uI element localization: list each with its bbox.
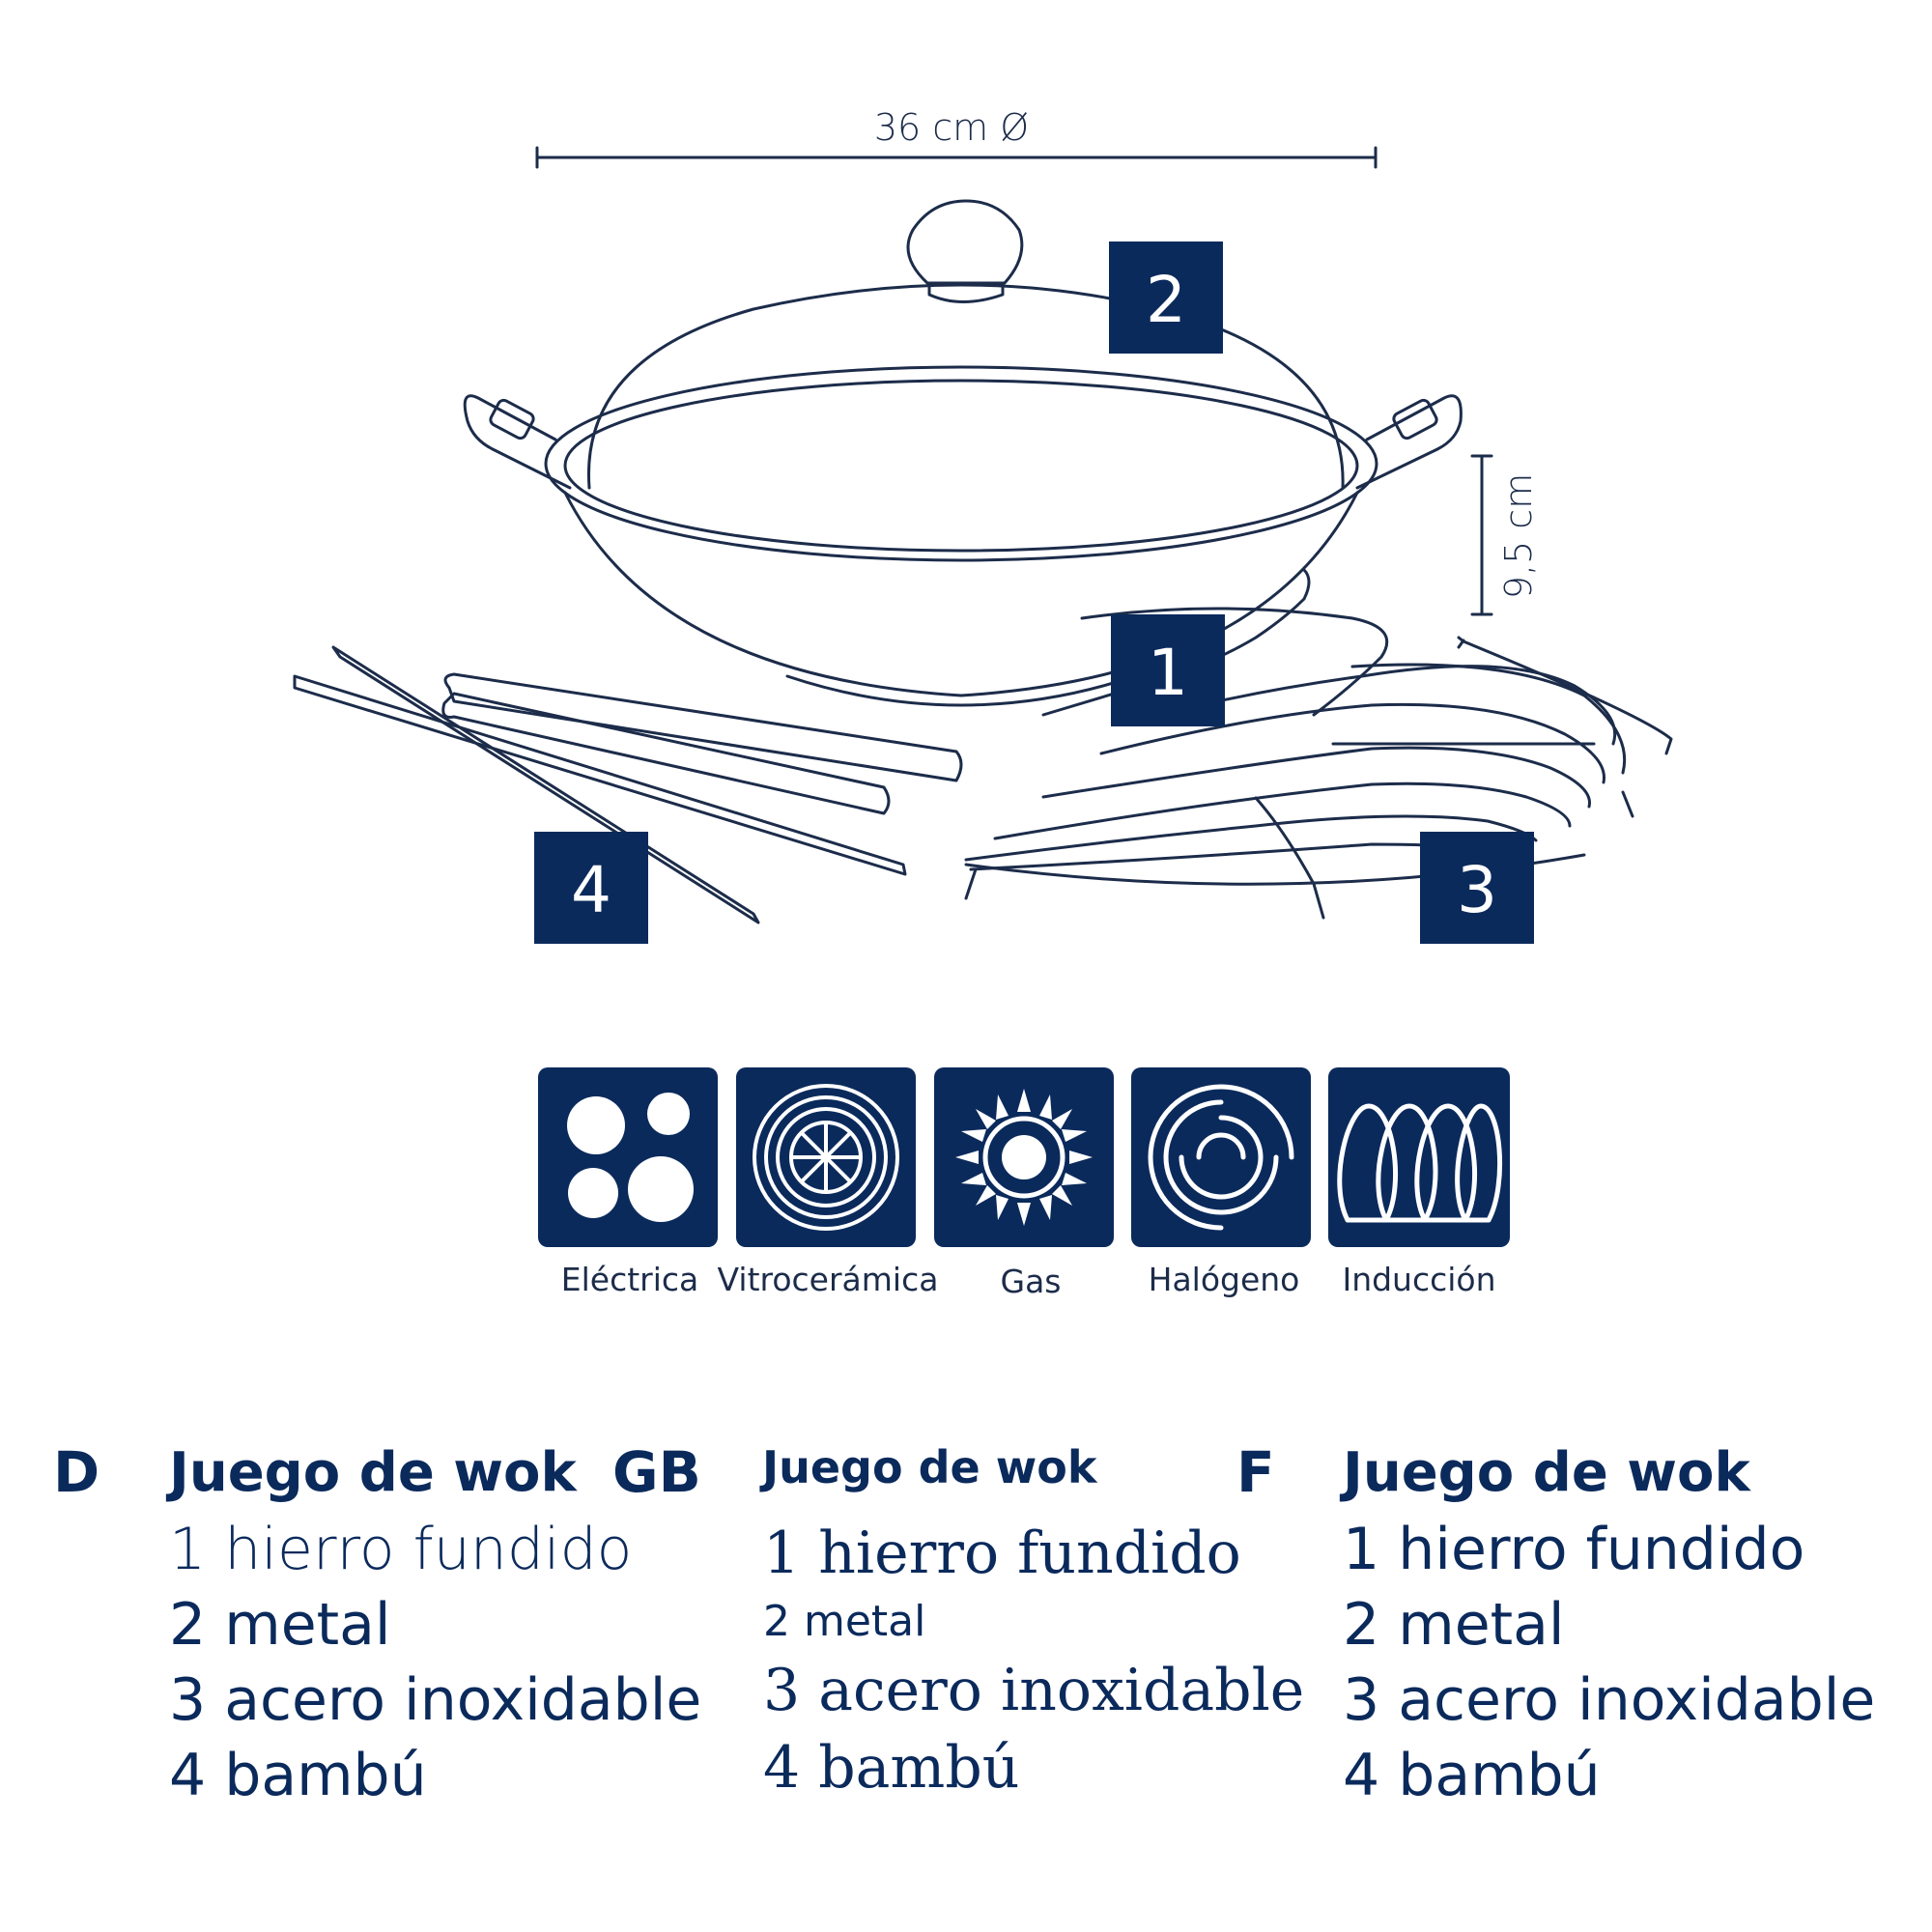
legend-gb-title: Juego de wok <box>762 1441 1097 1493</box>
electric-hob-icon <box>538 1067 722 1251</box>
legend-f-list: 1 hierro fundido 2 metal 3 acero inoxida… <box>1343 1512 1875 1813</box>
callout-1-number: 1 <box>1148 636 1188 710</box>
legend-d-item-4: 4 bambú <box>169 1742 427 1809</box>
hob-label-electric: Eléctrica <box>560 1261 699 1298</box>
hob-label-ceramic: Vitrocerámica <box>717 1261 939 1298</box>
diameter-label: 36 cm Ø <box>874 106 1029 149</box>
legend-f-item-1: 1 hierro fundido <box>1343 1516 1805 1583</box>
legend-gb-item-4: 4 bambú <box>763 1734 1020 1802</box>
legend-f-code: F <box>1236 1439 1275 1505</box>
wok-lid <box>586 199 1345 490</box>
legend-d-list: 1 hierro fundido 2 metal 3 acero inoxida… <box>169 1512 701 1813</box>
hob-label-halogen: Halógeno <box>1148 1261 1300 1298</box>
height-dimension-line <box>1470 454 1493 616</box>
height-label: 9,5 cm <box>1497 473 1540 599</box>
legend-f-title: Juego de wok <box>1343 1441 1750 1504</box>
legend-gb-list: 1 hierro fundido 2 metal 3 acero inoxida… <box>763 1515 1304 1806</box>
legend-d-item-1: 1 hierro fundido <box>169 1516 633 1583</box>
legend-d-item-3: 3 acero inoxidable <box>169 1666 702 1734</box>
legend-d-item-2: 2 metal <box>169 1591 391 1659</box>
legend-d-title: Juego de wok <box>169 1441 577 1504</box>
gas-hob-icon <box>934 1067 1118 1251</box>
steaming-rack <box>964 568 1673 920</box>
legend-f-item-3: 3 acero inoxidable <box>1343 1666 1876 1734</box>
wok-set-illustration: 36 cm Ø 9,5 cm 2 1 4 3 <box>293 106 1673 944</box>
halogen-hob-icon <box>1131 1067 1315 1251</box>
bamboo-chopsticks <box>293 645 963 924</box>
legend-gb-item-3: 3 acero inoxidable <box>763 1657 1305 1724</box>
callout-1: 1 <box>1111 614 1225 726</box>
legend-gb-code: GB <box>612 1439 701 1505</box>
diameter-dimension-line <box>535 146 1378 169</box>
callout-2-number: 2 <box>1146 263 1186 337</box>
legend-d-code: D <box>53 1439 100 1505</box>
callout-4-number: 4 <box>571 853 611 927</box>
hob-compatibility: Eléctrica Vitrocerámica Gas Halógeno Ind… <box>538 1067 1514 1300</box>
legend-gb-item-1: 1 hierro fundido <box>763 1520 1241 1587</box>
callout-3: 3 <box>1420 832 1534 944</box>
callout-4: 4 <box>534 832 648 944</box>
ceramic-hob-icon <box>736 1067 920 1251</box>
callout-2: 2 <box>1109 242 1223 354</box>
hob-label-induction: Inducción <box>1342 1261 1496 1298</box>
hob-label-gas: Gas <box>1000 1263 1062 1300</box>
callout-3-number: 3 <box>1457 853 1497 927</box>
legend-gb-item-2: 2 metal <box>763 1597 926 1646</box>
induction-hob-icon <box>1328 1067 1512 1251</box>
legend-f-item-4: 4 bambú <box>1343 1742 1601 1809</box>
wok-pan <box>463 365 1463 707</box>
legend-f-item-2: 2 metal <box>1343 1591 1565 1659</box>
